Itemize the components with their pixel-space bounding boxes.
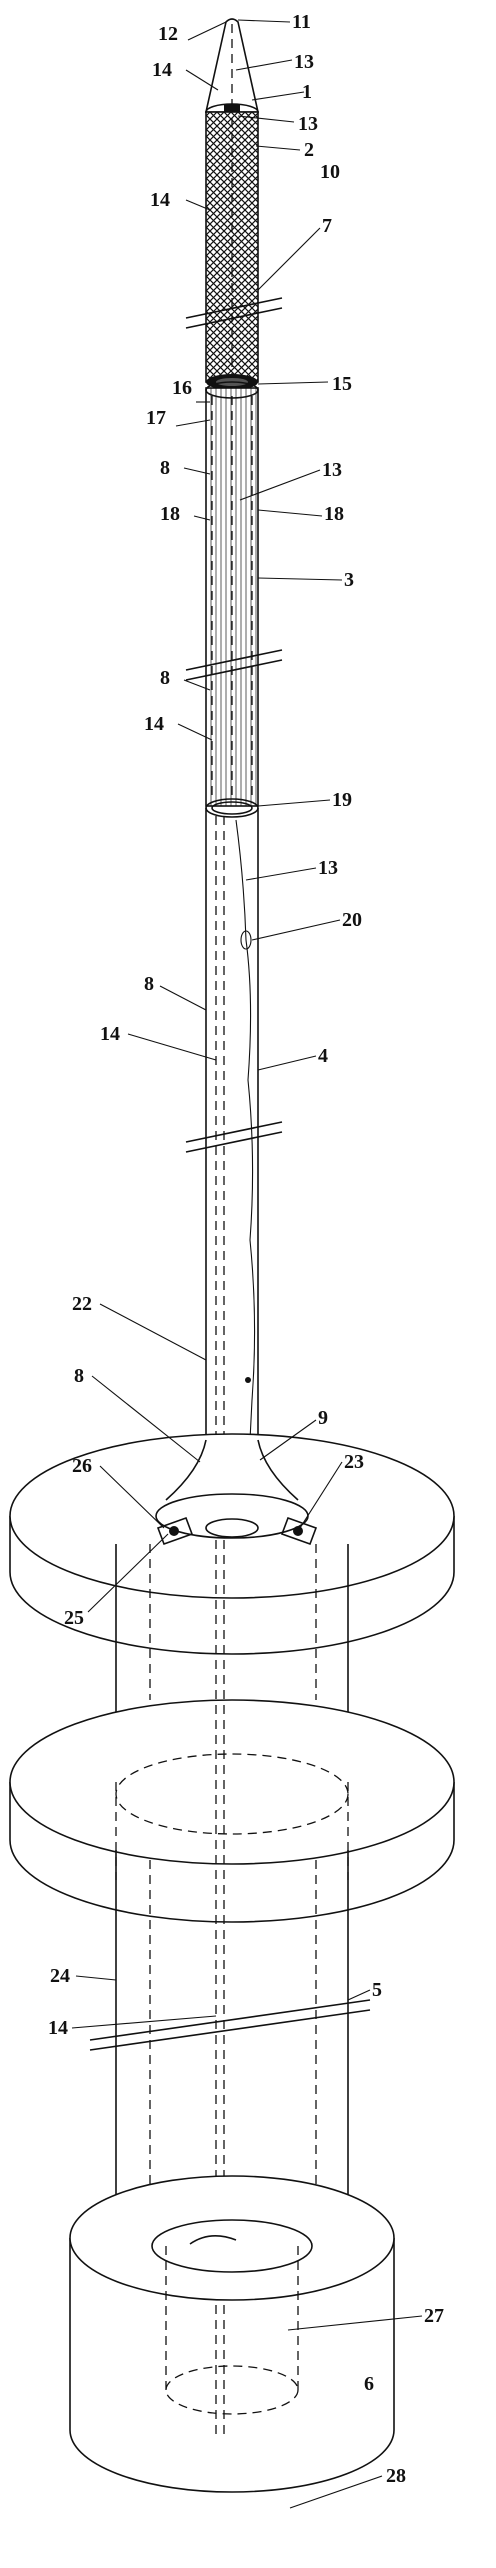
label-24: 24 xyxy=(50,1965,70,1987)
leader-lines xyxy=(71,19,423,2509)
label-12: 12 xyxy=(158,23,178,45)
striped-tube-section xyxy=(185,381,283,818)
label-13b: 13 xyxy=(298,113,318,135)
plain-shaft xyxy=(185,808,283,1472)
label-14d: 14 xyxy=(100,1023,120,1045)
label-8d: 8 xyxy=(74,1365,84,1387)
label-8c: 8 xyxy=(144,973,154,995)
label-13d: 13 xyxy=(318,857,338,879)
label-11: 11 xyxy=(292,11,311,33)
label-20: 20 xyxy=(342,909,362,931)
label-10: 10 xyxy=(320,161,340,183)
label-8: 8 xyxy=(160,457,170,479)
label-14e: 14 xyxy=(48,2017,68,2039)
label-26: 26 xyxy=(72,1455,92,1477)
label-14b: 14 xyxy=(150,189,170,211)
label-23: 23 xyxy=(344,1451,364,1473)
label-2: 2 xyxy=(304,139,314,161)
label-9: 9 xyxy=(318,1407,328,1429)
label-17: 17 xyxy=(146,407,166,429)
label-14: 14 xyxy=(152,59,172,81)
reference-numerals: 12 11 14 13 1 13 2 10 14 7 16 15 17 8 13… xyxy=(48,11,444,2487)
disc-9 xyxy=(9,1433,455,1655)
conical-tip xyxy=(205,18,259,121)
label-25: 25 xyxy=(64,1607,84,1629)
label-27: 27 xyxy=(424,2305,444,2327)
label-14c: 14 xyxy=(144,713,164,735)
label-22: 22 xyxy=(72,1293,92,1315)
label-5: 5 xyxy=(372,1979,382,2001)
label-3: 3 xyxy=(344,569,354,591)
label-18b: 18 xyxy=(324,503,344,525)
disc-lower xyxy=(9,1699,455,1923)
label-4: 4 xyxy=(318,1045,328,1067)
label-6: 6 xyxy=(364,2373,374,2395)
label-8b: 8 xyxy=(160,667,170,689)
label-19: 19 xyxy=(332,789,352,811)
mesh-section xyxy=(185,111,283,390)
base-block xyxy=(69,2175,395,2493)
label-13c: 13 xyxy=(322,459,342,481)
label-28: 28 xyxy=(386,2465,406,2487)
label-15: 15 xyxy=(332,373,352,395)
label-7: 7 xyxy=(322,215,332,237)
label-16: 16 xyxy=(172,377,192,399)
lower-sleeve xyxy=(89,1540,371,2440)
label-1: 1 xyxy=(302,81,312,103)
label-13: 13 xyxy=(294,51,314,73)
label-18: 18 xyxy=(160,503,180,525)
hub-cylinder xyxy=(115,1544,349,1740)
